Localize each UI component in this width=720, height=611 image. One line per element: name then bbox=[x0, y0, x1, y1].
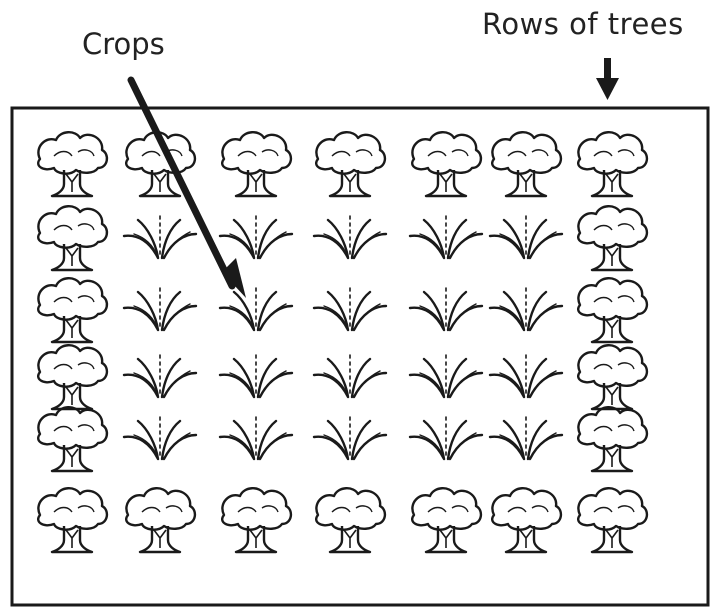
tree-icon bbox=[577, 205, 649, 272]
tree-icon bbox=[577, 487, 649, 554]
crop-icon bbox=[122, 352, 198, 399]
crop-icon bbox=[408, 414, 484, 461]
tree-icon bbox=[577, 344, 649, 411]
tree-icon bbox=[37, 406, 109, 473]
crop-icon bbox=[312, 352, 388, 399]
rows-of-trees-label: Rows of trees bbox=[482, 7, 684, 41]
crop-icon bbox=[488, 352, 564, 399]
tree-icon bbox=[411, 487, 483, 554]
tree-icon bbox=[411, 131, 483, 198]
tree-icon bbox=[37, 344, 109, 411]
tree-icon bbox=[37, 131, 109, 198]
crop-icon bbox=[488, 213, 564, 260]
field-boundary bbox=[10, 106, 710, 607]
crop-icon bbox=[122, 213, 198, 260]
crop-icon bbox=[488, 285, 564, 332]
crop-icon bbox=[218, 414, 294, 461]
crop-icon bbox=[218, 213, 294, 260]
tree-icon bbox=[315, 131, 387, 198]
crop-icon bbox=[408, 352, 484, 399]
tree-icon bbox=[577, 406, 649, 473]
tree-icon bbox=[37, 277, 109, 344]
tree-icon bbox=[37, 205, 109, 272]
crop-icon bbox=[218, 352, 294, 399]
crop-icon bbox=[122, 414, 198, 461]
plants-grid bbox=[37, 131, 649, 554]
tree-icon bbox=[315, 487, 387, 554]
tree-icon bbox=[37, 487, 109, 554]
crop-icon bbox=[218, 285, 294, 332]
rows-of-trees-pointer-arrow bbox=[596, 58, 619, 100]
tree-icon bbox=[491, 131, 563, 198]
crop-icon bbox=[488, 414, 564, 461]
tree-icon bbox=[221, 487, 293, 554]
crop-icon bbox=[312, 414, 388, 461]
tree-icon bbox=[125, 131, 197, 198]
tree-icon bbox=[221, 131, 293, 198]
tree-icon bbox=[125, 487, 197, 554]
tree-icon bbox=[577, 131, 649, 198]
tree-icon bbox=[577, 277, 649, 344]
crops-label: Crops bbox=[82, 27, 165, 61]
crop-icon bbox=[122, 285, 198, 332]
crop-icon bbox=[312, 213, 388, 260]
crop-icon bbox=[408, 213, 484, 260]
crop-icon bbox=[408, 285, 484, 332]
crop-icon bbox=[312, 285, 388, 332]
crops-pointer-arrow bbox=[127, 76, 246, 298]
tree-icon bbox=[491, 487, 563, 554]
